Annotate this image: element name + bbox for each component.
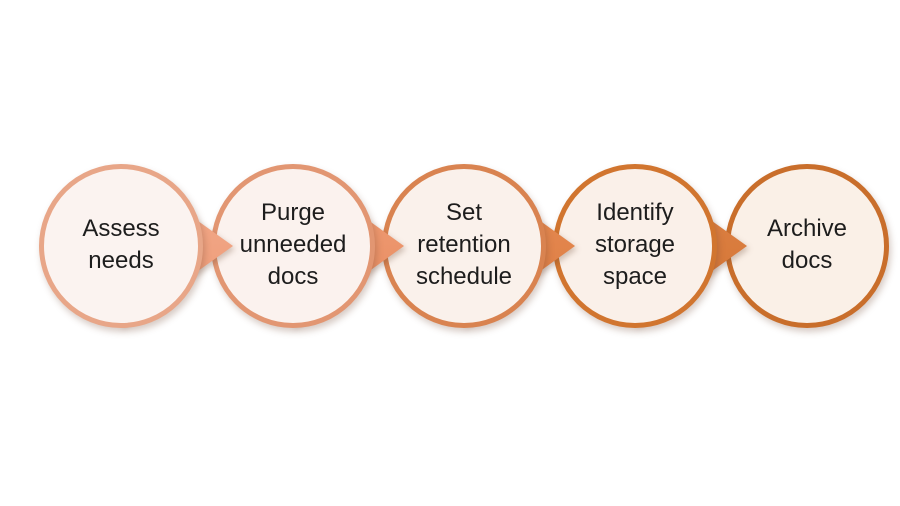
process-step-set-retention-schedule: Set retention schedule (382, 164, 546, 328)
process-step-archive-docs: Archive docs (725, 164, 889, 328)
step-label: Purge unneeded docs (239, 199, 347, 290)
step-label: Archive docs (766, 215, 848, 274)
step-label: Identify storage space (594, 199, 676, 290)
process-step-identify-storage-space: Identify storage space (553, 164, 717, 328)
process-step-purge-unneeded-docs: Purge unneeded docs (211, 164, 375, 328)
step-label: Assess needs (82, 215, 160, 274)
step-label: Set retention schedule (415, 199, 513, 290)
process-step-assess-needs: Assess needs (39, 164, 203, 328)
